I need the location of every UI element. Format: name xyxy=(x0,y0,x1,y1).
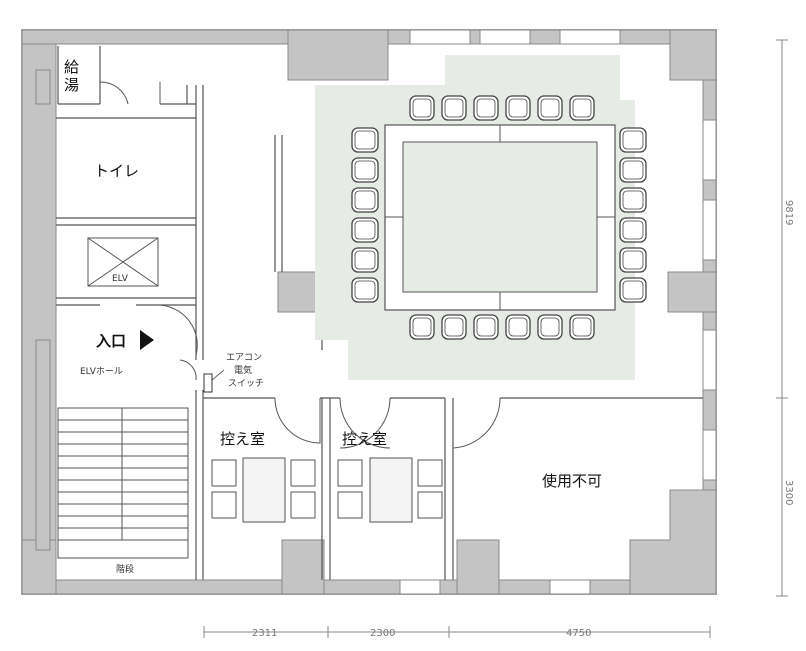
aircon-label-2: 電気 xyxy=(234,364,252,376)
chair-bottom-0-seat xyxy=(412,317,432,337)
entrance-label: 入口 xyxy=(96,332,126,350)
chair-top-5 xyxy=(569,95,595,121)
chair-right-4-seat xyxy=(622,250,644,270)
chair-left-5 xyxy=(351,277,379,303)
dim-right-top: 9819 xyxy=(783,200,794,225)
waiting-room-2-label: 控え室 xyxy=(342,430,387,448)
chair-bottom-5 xyxy=(569,314,595,340)
elv-label: ELV xyxy=(112,274,129,284)
aircon-label-1: エアコン xyxy=(226,353,262,363)
dim-bottom-3: 4750 xyxy=(566,628,591,639)
chair-top-5-seat xyxy=(572,98,592,118)
chair-left-3 xyxy=(351,217,379,243)
elv-hall-label: ELVホール xyxy=(80,366,123,377)
dim-bottom-1: 2311 xyxy=(252,628,277,639)
chair-top-3 xyxy=(505,95,531,121)
chair-right-2-seat xyxy=(622,190,644,210)
chair-right-2 xyxy=(619,187,647,213)
chair-right-5 xyxy=(619,277,647,303)
chair-left-4 xyxy=(351,247,379,273)
chair-left-3-seat xyxy=(354,220,376,240)
chairs xyxy=(351,95,647,340)
dim-right-bottom: 3300 xyxy=(783,480,794,505)
interior-walls xyxy=(56,46,703,580)
chair-bottom-1-seat xyxy=(444,317,464,337)
chair-left-1-seat xyxy=(354,160,376,180)
chair-right-0 xyxy=(619,127,647,153)
chair-top-3-seat xyxy=(508,98,528,118)
chair-left-0-seat xyxy=(354,130,376,150)
chair-bottom-1 xyxy=(441,314,467,340)
waiting-room-2-furniture xyxy=(337,457,443,523)
chair-top-0 xyxy=(409,95,435,121)
chair-bottom-2-seat xyxy=(476,317,496,337)
chair-left-0 xyxy=(351,127,379,153)
staircase xyxy=(57,407,189,559)
chair-left-1 xyxy=(351,157,379,183)
chair-bottom-4-seat xyxy=(540,317,560,337)
chair-right-1-seat xyxy=(622,160,644,180)
chair-bottom-4 xyxy=(537,314,563,340)
conference-table xyxy=(384,124,616,311)
chair-bottom-0 xyxy=(409,314,435,340)
toilet-label: トイレ xyxy=(94,162,139,180)
stairs-label: 階段 xyxy=(116,563,134,575)
chair-left-5-seat xyxy=(354,280,376,300)
switch-box xyxy=(203,373,213,393)
chair-right-4 xyxy=(619,247,647,273)
chair-top-2 xyxy=(473,95,499,121)
chair-top-0-seat xyxy=(412,98,432,118)
chair-bottom-3 xyxy=(505,314,531,340)
dim-bottom-2: 2300 xyxy=(370,628,395,639)
door-swings xyxy=(99,81,501,449)
chair-left-2 xyxy=(351,187,379,213)
chair-right-5-seat xyxy=(622,280,644,300)
chair-left-2-seat xyxy=(354,190,376,210)
chair-left-4-seat xyxy=(354,250,376,270)
chair-top-1-seat xyxy=(444,98,464,118)
dimension-lines xyxy=(203,39,788,638)
chair-bottom-2 xyxy=(473,314,499,340)
unavailable-label: 使用不可 xyxy=(542,472,602,490)
chair-right-3 xyxy=(619,217,647,243)
chair-right-1 xyxy=(619,157,647,183)
chair-bottom-5-seat xyxy=(572,317,592,337)
chair-top-2-seat xyxy=(476,98,496,118)
chair-top-4 xyxy=(537,95,563,121)
waiting-room-1-label: 控え室 xyxy=(220,430,265,448)
elevator-symbol xyxy=(87,237,159,287)
chair-top-1 xyxy=(441,95,467,121)
waiting-room-1-furniture xyxy=(211,457,316,523)
aircon-label-3: スイッチ xyxy=(228,378,264,389)
chair-right-3-seat xyxy=(622,220,644,240)
chair-bottom-3-seat xyxy=(508,317,528,337)
chair-right-0-seat xyxy=(622,130,644,150)
kyuto-label: 給湯 xyxy=(64,58,79,94)
entrance-arrow-icon xyxy=(140,330,154,350)
chair-top-4-seat xyxy=(540,98,560,118)
